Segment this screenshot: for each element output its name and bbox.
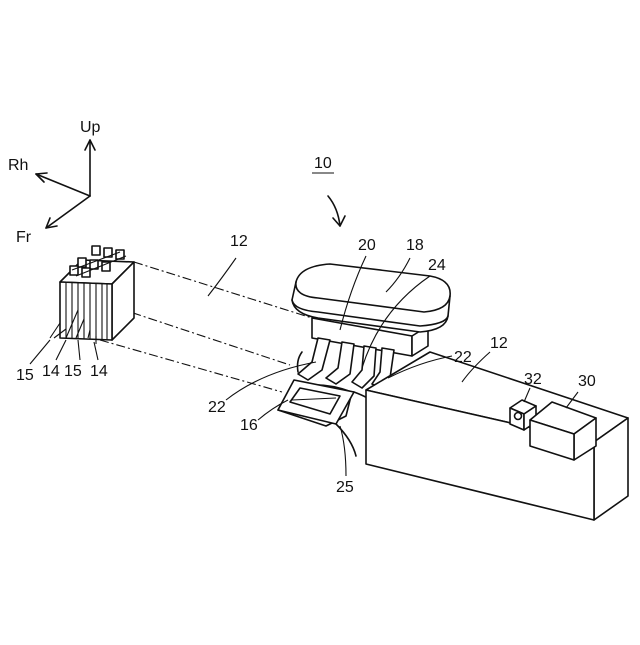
label-15-first: 15 (16, 367, 34, 384)
label-22-left: 22 (208, 399, 226, 416)
battery-stack-exploded (50, 246, 134, 344)
label-12-right: 12 (490, 335, 508, 352)
label-16: 16 (240, 417, 258, 434)
label-20: 20 (358, 237, 376, 254)
label-25: 25 (336, 479, 354, 496)
device-reference: 10 (312, 155, 345, 226)
label-18: 18 (406, 237, 424, 254)
rh-label: Rh (8, 157, 28, 174)
label-12-left: 12 (230, 233, 248, 250)
label-30: 30 (578, 373, 596, 390)
up-label: Up (80, 119, 101, 136)
label-32: 32 (524, 371, 542, 388)
label-24: 24 (428, 257, 446, 274)
fr-axis-arrow (46, 196, 90, 228)
label-22-right: 22 (454, 349, 472, 366)
direction-axes: Up Rh Fr (8, 119, 101, 246)
label-10: 10 (314, 155, 332, 172)
label-14-first: 14 (42, 363, 60, 380)
fr-label: Fr (16, 229, 32, 246)
duct-16 (278, 380, 376, 456)
rh-axis-arrow (36, 174, 90, 196)
label-14-second: 14 (90, 363, 108, 380)
label-15-second: 15 (64, 363, 82, 380)
